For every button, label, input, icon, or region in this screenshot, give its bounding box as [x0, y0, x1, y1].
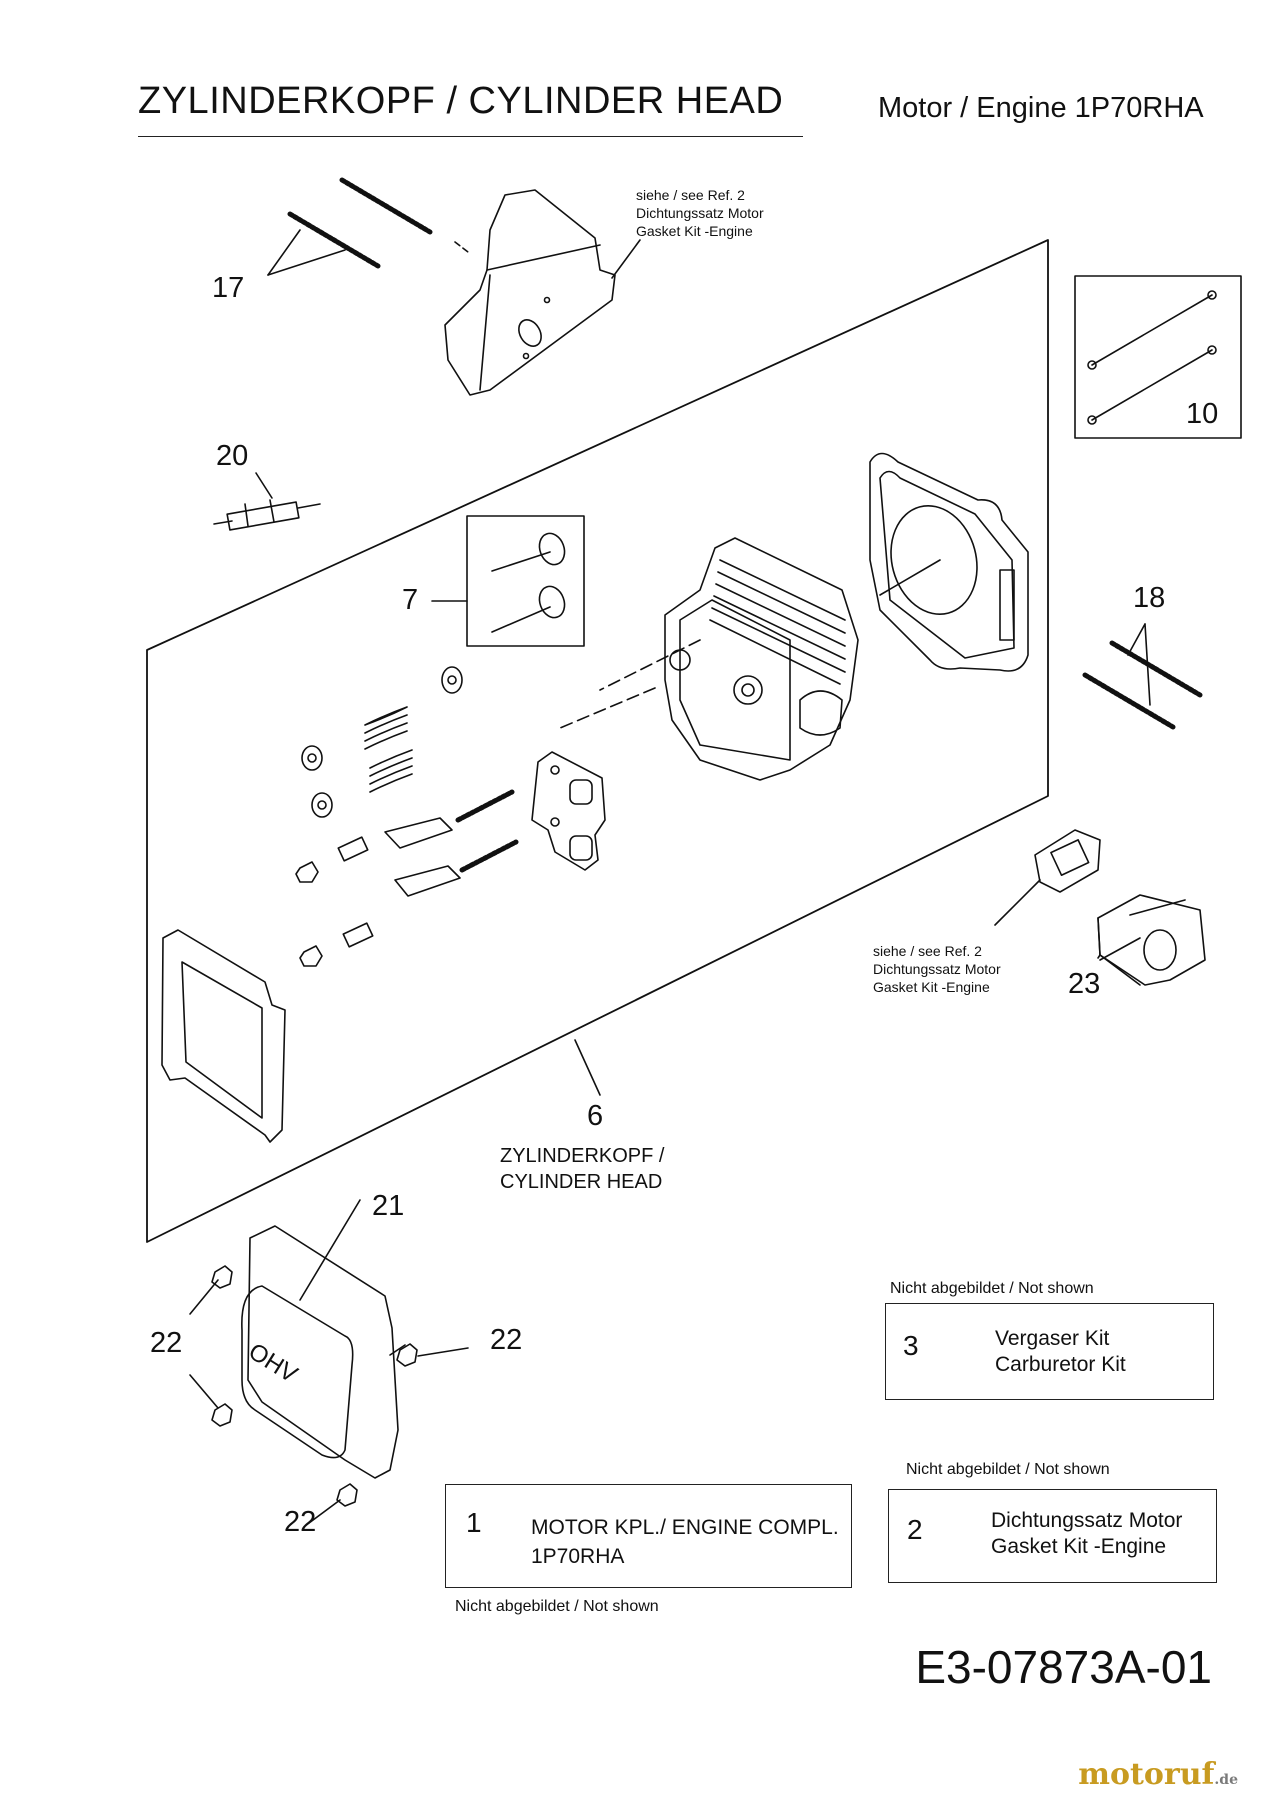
callout-17: 17 — [212, 272, 245, 304]
brand-logo: motoruf.de — [1078, 1757, 1238, 1792]
callout-7: 7 — [402, 584, 419, 616]
callout-23: 23 — [1068, 968, 1101, 1000]
not-shown-header-3: Nicht abgebildet / Not shown — [890, 1280, 1094, 1297]
kit-2-line2: Gasket Kit -Engine — [991, 1535, 1167, 1558]
callout-21: 21 — [372, 1190, 405, 1222]
deflector-plate — [444, 189, 641, 396]
engine-1-line1: MOTOR KPL./ ENGINE COMPL. — [531, 1516, 839, 1539]
engine-number-1: 1 — [466, 1507, 482, 1538]
gasket-note-bottom: siehe / see Ref. 2 Dichtungssatz Motor G… — [873, 943, 1001, 995]
head-gasket — [869, 452, 1029, 672]
callout-22-left: 22 — [150, 1327, 183, 1359]
caption-6-line1: ZYLINDERKOPF / — [500, 1145, 665, 1167]
pushrods-box-10 — [1074, 275, 1242, 439]
valves-box-7 — [431, 515, 585, 647]
engine-model: Motor / Engine 1P70RHA — [878, 92, 1204, 124]
rocker-arms — [295, 789, 519, 967]
cylinder-head-panel — [146, 239, 1049, 1243]
page-title: ZYLINDERKOPF / CYLINDER HEAD — [138, 80, 784, 122]
callout-22-bottom: 22 — [284, 1506, 317, 1538]
kit-box-3: 3 Vergaser Kit Carburetor Kit — [885, 1303, 1214, 1400]
screws-22 — [189, 1265, 469, 1527]
intake-spacer-23 — [994, 829, 1206, 986]
kit-number-2: 2 — [907, 1514, 923, 1545]
valve-cover-gasket — [161, 929, 601, 1143]
title-underline — [138, 136, 803, 137]
valve-springs — [301, 666, 463, 818]
kit-2-line1: Dichtungssatz Motor — [991, 1509, 1183, 1532]
kit-3-line1: Vergaser Kit — [995, 1327, 1110, 1350]
engine-complete-box-1: 1 MOTOR KPL./ ENGINE COMPL. 1P70RHA — [445, 1484, 852, 1588]
not-shown-header-1: Nicht abgebildet / Not shown — [455, 1598, 659, 1615]
gasket-note-top: siehe / see Ref. 2 Dichtungssatz Motor G… — [636, 187, 764, 239]
callout-10: 10 — [1186, 398, 1219, 430]
kit-3-line2: Carburetor Kit — [995, 1353, 1126, 1376]
drawing-part-number: E3-07873A-01 — [915, 1641, 1212, 1693]
stud-bolts-17 — [267, 177, 433, 276]
kit-box-2: 2 Dichtungssatz Motor Gasket Kit -Engine — [888, 1489, 1217, 1583]
brand-tld: .de — [1214, 1772, 1238, 1788]
callout-22-right: 22 — [490, 1324, 523, 1356]
callout-18: 18 — [1133, 582, 1166, 614]
spark-plug-20 — [213, 472, 321, 531]
studs-18 — [1082, 623, 1203, 730]
valve-cover-21 — [241, 1199, 406, 1479]
not-shown-header-2: Nicht abgebildet / Not shown — [906, 1461, 1110, 1478]
engine-1-line2: 1P70RHA — [531, 1545, 625, 1568]
callout-20: 20 — [216, 440, 249, 472]
caption-6-line2: CYLINDER HEAD — [500, 1171, 663, 1193]
guide-plate — [531, 751, 606, 871]
cylinder-head-block — [559, 537, 859, 781]
kit-number-3: 3 — [903, 1330, 919, 1361]
callout-6: 6 — [587, 1100, 604, 1132]
brand-name: motoruf — [1078, 1757, 1215, 1792]
